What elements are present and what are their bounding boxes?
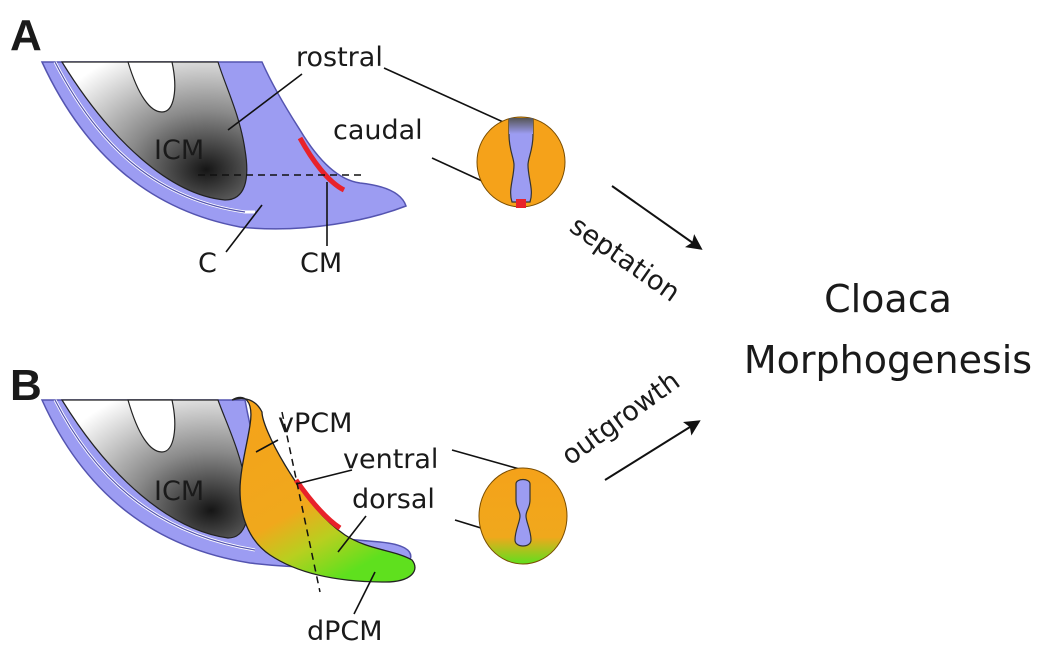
panel-b-cross-section: [478, 467, 568, 565]
panel-b-embryo: [40, 396, 416, 593]
label-caudal: caudal: [333, 115, 423, 146]
panel-a-embryo: [40, 61, 407, 230]
panel-a-icm-lobe: [60, 61, 248, 201]
leader-rostral: [383, 67, 513, 127]
label-dpcm: dPCM: [307, 616, 383, 647]
leader-ventral-stripe: [295, 469, 353, 485]
leader-c: [225, 204, 263, 253]
leader-icm-rostral: [227, 73, 303, 131]
panel-b-section-line: [281, 411, 321, 593]
panel-b-ventral-stripe: [293, 478, 342, 531]
label-icm-a: ICM: [154, 135, 204, 166]
label-cm: CM: [300, 248, 342, 279]
panel-a-cross-section: [476, 116, 566, 208]
panel-b-icm-lobe: [60, 399, 249, 539]
leader-vpcm: [255, 439, 279, 453]
panel-a-inner-loop: [127, 61, 176, 113]
label-vpcm: vPCM: [278, 408, 352, 439]
septation-arrow: [611, 185, 703, 250]
label-rostral: rostral: [296, 42, 383, 73]
outcome-line1: Cloaca: [824, 277, 952, 321]
leader-dorsal: [337, 515, 367, 553]
outcome-line2: Morphogenesis: [744, 338, 1032, 382]
label-outgrowth: outgrowth: [556, 365, 686, 471]
panel-b-inner-loop: [127, 399, 176, 453]
panel-a-caudal-stripe: [297, 136, 346, 193]
leader-dpcm: [353, 571, 376, 615]
label-c: C: [198, 248, 217, 279]
outgrowth-arrow: [604, 420, 701, 481]
label-icm-b: ICM: [154, 476, 204, 507]
panel-b-letter: B: [10, 361, 42, 410]
label-dorsal: dorsal: [352, 484, 435, 515]
leader-ventral: [451, 449, 524, 471]
panel-a-letter: A: [10, 11, 42, 60]
label-ventral: ventral: [343, 444, 438, 475]
